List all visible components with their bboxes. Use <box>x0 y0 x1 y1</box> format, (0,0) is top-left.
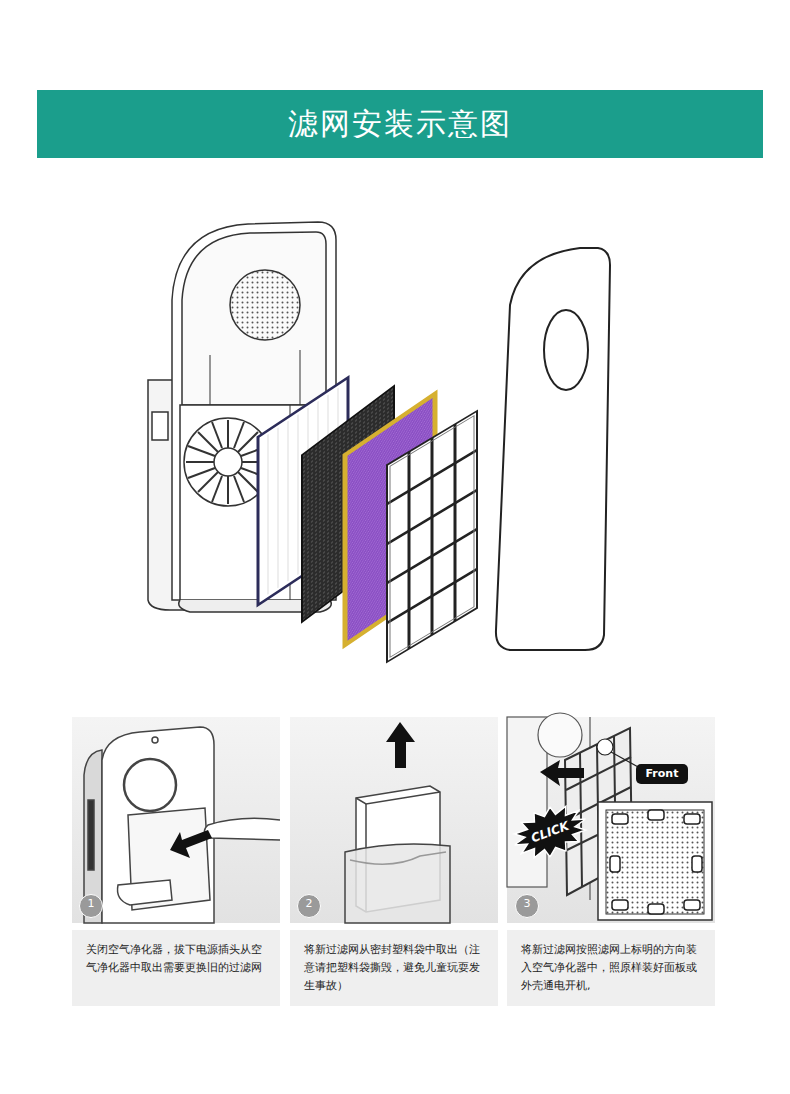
front-badge: Front <box>636 764 688 784</box>
caption-box: 将新过滤网按照滤网上标明的方向装入空气净化器中，照原样装好面板或外壳通电开机, <box>507 930 715 1006</box>
caption-text: 将新过滤网从密封塑料袋中取出（注意请把塑料袋撕毁，避免儿童玩耍发生事故） <box>304 941 486 995</box>
callout-number: 2 <box>297 894 321 918</box>
title-band: 滤网安装示意图 <box>37 90 763 158</box>
caption-text: 将新过滤网按照滤网上标明的方向装入空气净化器中，照原样装好面板或外壳通电开机, <box>521 941 703 995</box>
label-text: 3 <box>516 895 538 913</box>
caption-box: 将新过滤网从密封塑料袋中取出（注意请把塑料袋撕毁，避免儿童玩耍发生事故） <box>290 930 498 1006</box>
label-text: Front <box>641 764 683 784</box>
caption-box: 关闭空气净化器，拔下电源插头从空气净化器中取出需要更换旧的过滤网 <box>72 930 280 1006</box>
click-burst: CLICK <box>506 796 594 867</box>
label-text: 2 <box>298 895 320 913</box>
callout-number: 3 <box>515 894 539 918</box>
callout-number: 1 <box>79 894 103 918</box>
burst-outline <box>506 797 593 867</box>
title: 滤网安装示意图 <box>288 104 512 145</box>
caption-text: 关闭空气净化器，拔下电源插头从空气净化器中取出需要更换旧的过滤网 <box>86 941 268 977</box>
label-text: 1 <box>80 895 102 913</box>
